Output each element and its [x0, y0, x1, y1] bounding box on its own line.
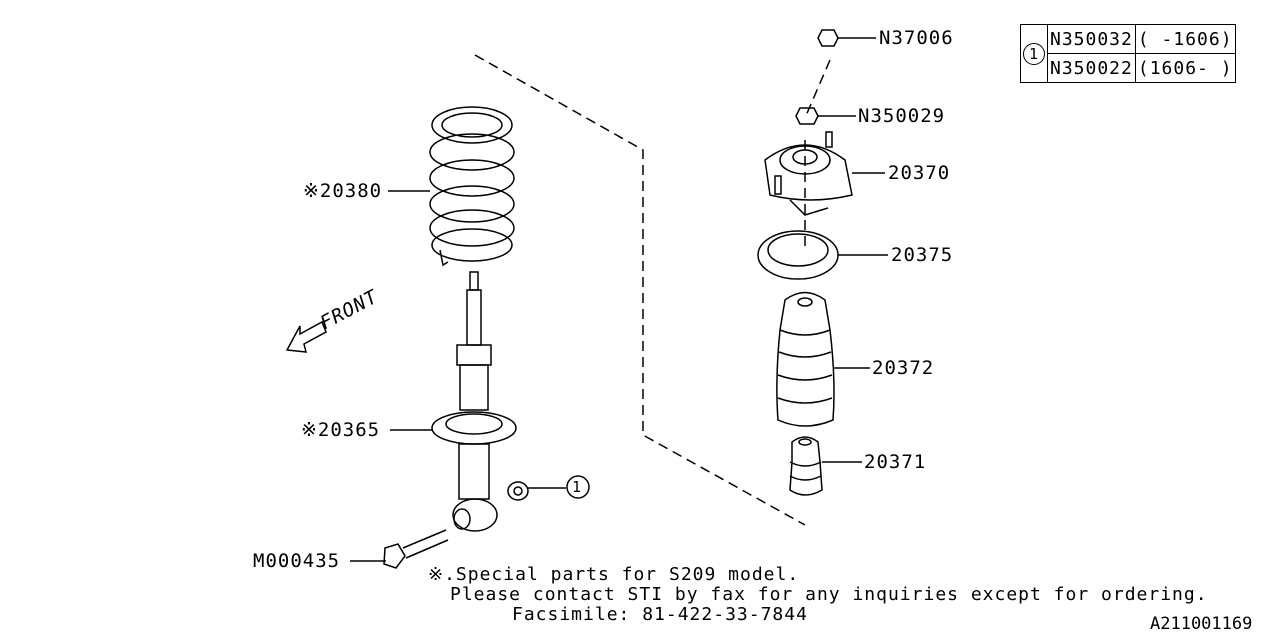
- label-20375[interactable]: 20375: [891, 244, 954, 266]
- label-20371[interactable]: 20371: [864, 451, 927, 473]
- assembly-dashed-lines: [474, 54, 831, 526]
- table-row: 1 N350032 ( -1606): [1020, 24, 1236, 83]
- label-20370[interactable]: 20370: [888, 162, 951, 184]
- nut-n37006: [817, 29, 876, 47]
- callout-1[interactable]: 1: [572, 478, 582, 496]
- front-arrow-icon: [285, 320, 327, 353]
- coil-spring-20380: [429, 106, 515, 267]
- bump-stop-20371: [789, 436, 862, 496]
- table-row: N350022 (1606- ): [1021, 53, 1236, 83]
- label-20380[interactable]: ※20380: [303, 180, 383, 202]
- part-number[interactable]: N350032: [1047, 24, 1136, 54]
- note-contact: Please contact STI by fax for any inquir…: [450, 584, 1208, 605]
- nut-callout-1: [507, 475, 590, 501]
- label-20365[interactable]: ※20365: [301, 419, 381, 441]
- note-special-parts: ※.Special parts for S209 model.: [428, 564, 800, 585]
- shock-absorber-20365: [431, 271, 517, 532]
- label-n350029[interactable]: N350029: [858, 105, 946, 127]
- note-facsimile: Facsimile: 81-422-33-7844: [512, 604, 808, 625]
- spring-seat-20375: [757, 230, 888, 280]
- diagram-id: A211001169: [1150, 614, 1253, 634]
- part-number[interactable]: N350022: [1047, 53, 1136, 83]
- label-m000435[interactable]: M000435: [253, 550, 341, 572]
- callout-marker: 1: [1023, 42, 1045, 65]
- label-20372[interactable]: 20372: [872, 357, 935, 379]
- bolt-m000435: [383, 529, 449, 569]
- nut-n350029: [795, 107, 856, 125]
- date-range: (1606- ): [1134, 53, 1236, 83]
- bump-stop-cover-20372: [776, 291, 870, 427]
- label-n37006[interactable]: N37006: [879, 27, 954, 49]
- date-range: ( -1606): [1134, 24, 1236, 54]
- strut-mount-20370: [764, 131, 885, 216]
- reference-table: 1 N350032 ( -1606) N350022 (1606- ): [1020, 24, 1236, 83]
